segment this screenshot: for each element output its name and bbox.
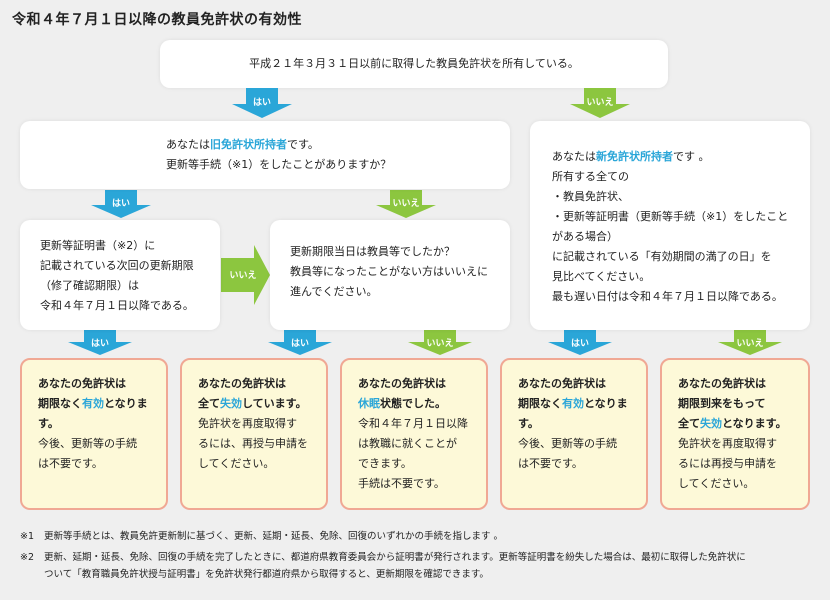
question-new-line4: ・更新等証明書（更新等手続（※1）をしたこと bbox=[552, 210, 789, 223]
result-status: 期限なく有効となりま bbox=[38, 397, 148, 410]
result-status-cont: 全て失効となります。 bbox=[678, 417, 787, 430]
question-deadline-day: 更新期限当日は教員等でしたか？ 教員等になったことがない方はいいえに 進んでくだ… bbox=[270, 220, 510, 330]
label-yes-day: はい bbox=[290, 339, 310, 349]
footnote-2-mark: ※2 bbox=[20, 552, 35, 563]
result-status-cont: す。 bbox=[38, 417, 59, 430]
result-detail-2: は不要です。 bbox=[518, 457, 583, 470]
label-no-cert: いいえ bbox=[229, 271, 257, 281]
label-yes-top: はい bbox=[252, 98, 272, 108]
result-detail-2: は不要です。 bbox=[38, 457, 103, 470]
result-detail-1: 免許状を再度取得す bbox=[198, 417, 297, 430]
label-yes-old: はい bbox=[111, 199, 131, 209]
result-detail-2: るには、再授与申請を bbox=[198, 437, 308, 450]
page-title: 令和４年７月１日以降の教員免許状の有効性 bbox=[12, 12, 302, 28]
label-yes-new: はい bbox=[570, 339, 590, 349]
question-new-line5: がある場合） bbox=[552, 230, 618, 243]
question-new-line7: 見比べてください。 bbox=[552, 270, 651, 283]
question-cert-line3: （修了確認期限）は bbox=[40, 279, 139, 292]
result-detail-2: るには再授与申請を bbox=[678, 457, 777, 470]
question-old-line1: あなたは旧免許状所持者です。 bbox=[166, 138, 319, 151]
result-status-cont: す。 bbox=[518, 417, 539, 430]
question-day-line3: 進んでください。 bbox=[290, 285, 378, 298]
result-expire-on-deadline: あなたの免許状は 期限到来をもって 全て失効となります。 免許状を再度取得す る… bbox=[660, 358, 810, 510]
label-no-day: いいえ bbox=[426, 339, 454, 349]
label-no-new: いいえ bbox=[736, 339, 764, 349]
question-new-line2: 所有する全ての bbox=[552, 170, 629, 183]
question-day-line1: 更新期限当日は教員等でしたか？ bbox=[290, 245, 455, 258]
result-heading: あなたの免許状は bbox=[38, 377, 126, 390]
result-heading: あなたの免許状は bbox=[678, 377, 766, 390]
result-status: 全て失効しています。 bbox=[198, 397, 307, 410]
footnote-2: ※2 更新、延期・延長、免除、回復の手続を完了したときに、都道府県教育委員会から証… bbox=[20, 549, 820, 583]
question-top: 平成２１年３月３１日以前に取得した教員免許状を所有している。 bbox=[160, 40, 668, 88]
question-cert-line2: 記載されている次回の更新期限 bbox=[40, 259, 194, 272]
label-no-old: いいえ bbox=[392, 199, 420, 209]
result-heading: あなたの免許状は bbox=[518, 377, 606, 390]
question-new-line8: 最も遅い日付は令和４年７月１日以降である。 bbox=[552, 290, 783, 303]
result-expired-old: あなたの免許状は 全て失効しています。 免許状を再度取得す るには、再授与申請を… bbox=[180, 358, 328, 510]
question-top-text: 平成２１年３月３１日以前に取得した教員免許状を所有している。 bbox=[249, 57, 579, 70]
question-new-line1: あなたは新免許状所持者です 。 bbox=[552, 150, 710, 163]
result-detail-1: 令和４年７月１日以降 bbox=[358, 417, 468, 430]
result-status: 期限到来をもって bbox=[678, 397, 766, 410]
question-cert-line4: 令和４年７月１日以降である。 bbox=[40, 299, 194, 312]
result-detail-1: 免許状を再度取得す bbox=[678, 437, 777, 450]
result-valid-new: あなたの免許状は 期限なく有効となりま す。 今後、更新等の手続 は不要です。 bbox=[500, 358, 648, 510]
result-detail-4: 手続は不要です。 bbox=[358, 477, 445, 490]
question-old-holder: あなたは旧免許状所持者です。 更新等手続（※1）をしたことがありますか？ bbox=[20, 121, 510, 189]
footnote-1: ※1 更新等手続とは、教員免許更新制に基づく、更新、延期・延長、免除、回復のいずれ… bbox=[20, 528, 503, 545]
question-day-line2: 教員等になったことがない方はいいえに bbox=[290, 265, 488, 278]
question-cert-line1: 更新等証明書（※2）に bbox=[40, 239, 156, 252]
new-holder-highlight: 新免許状所持者 bbox=[596, 150, 673, 163]
question-certificate: 更新等証明書（※2）に 記載されている次回の更新期限 （修了確認期限）は 令和４… bbox=[20, 220, 220, 330]
result-detail-1: 今後、更新等の手続 bbox=[518, 437, 617, 450]
label-no-top: いいえ bbox=[586, 98, 614, 108]
result-detail-3: してください。 bbox=[678, 477, 755, 490]
question-new-line3: ・教員免許状、 bbox=[552, 190, 629, 203]
result-dormant: あなたの免許状は 休眠状態でした。 令和４年７月１日以降 は教職に就くことが で… bbox=[340, 358, 488, 510]
result-heading: あなたの免許状は bbox=[198, 377, 286, 390]
footnote-1-mark: ※1 bbox=[20, 531, 35, 542]
result-heading: あなたの免許状は bbox=[358, 377, 446, 390]
old-holder-highlight: 旧免許状所持者 bbox=[210, 138, 287, 151]
footnote-2-text-a: 更新、延期・延長、免除、回復の手続を完了したときに、都道府県教育委員会から証明書… bbox=[44, 552, 746, 563]
result-detail-3: してください。 bbox=[198, 457, 275, 470]
label-yes-cert: はい bbox=[90, 339, 110, 349]
result-detail-3: できます。 bbox=[358, 457, 412, 470]
question-old-line2: 更新等手続（※1）をしたことがありますか？ bbox=[166, 158, 392, 171]
footnote-1-text: 更新等手続とは、教員免許更新制に基づく、更新、延期・延長、免除、回復のいずれかの… bbox=[44, 531, 504, 542]
question-new-holder: あなたは新免許状所持者です 。 所有する全ての ・教員免許状、 ・更新等証明書（… bbox=[530, 121, 810, 330]
result-status: 期限なく有効となりま bbox=[518, 397, 628, 410]
result-valid-old: あなたの免許状は 期限なく有効となりま す。 今後、更新等の手続 は不要です。 bbox=[20, 358, 168, 510]
result-detail-2: は教職に就くことが bbox=[358, 437, 457, 450]
result-status: 休眠状態でした。 bbox=[358, 397, 446, 410]
result-detail-1: 今後、更新等の手続 bbox=[38, 437, 137, 450]
footnote-2-text-b: ついて「教育職員免許状授与証明書」を免許状発行都道府県から取得すると、更新期限を… bbox=[44, 569, 489, 580]
question-new-line6: に記載されている「有効期間の満了の日」を bbox=[552, 250, 772, 263]
